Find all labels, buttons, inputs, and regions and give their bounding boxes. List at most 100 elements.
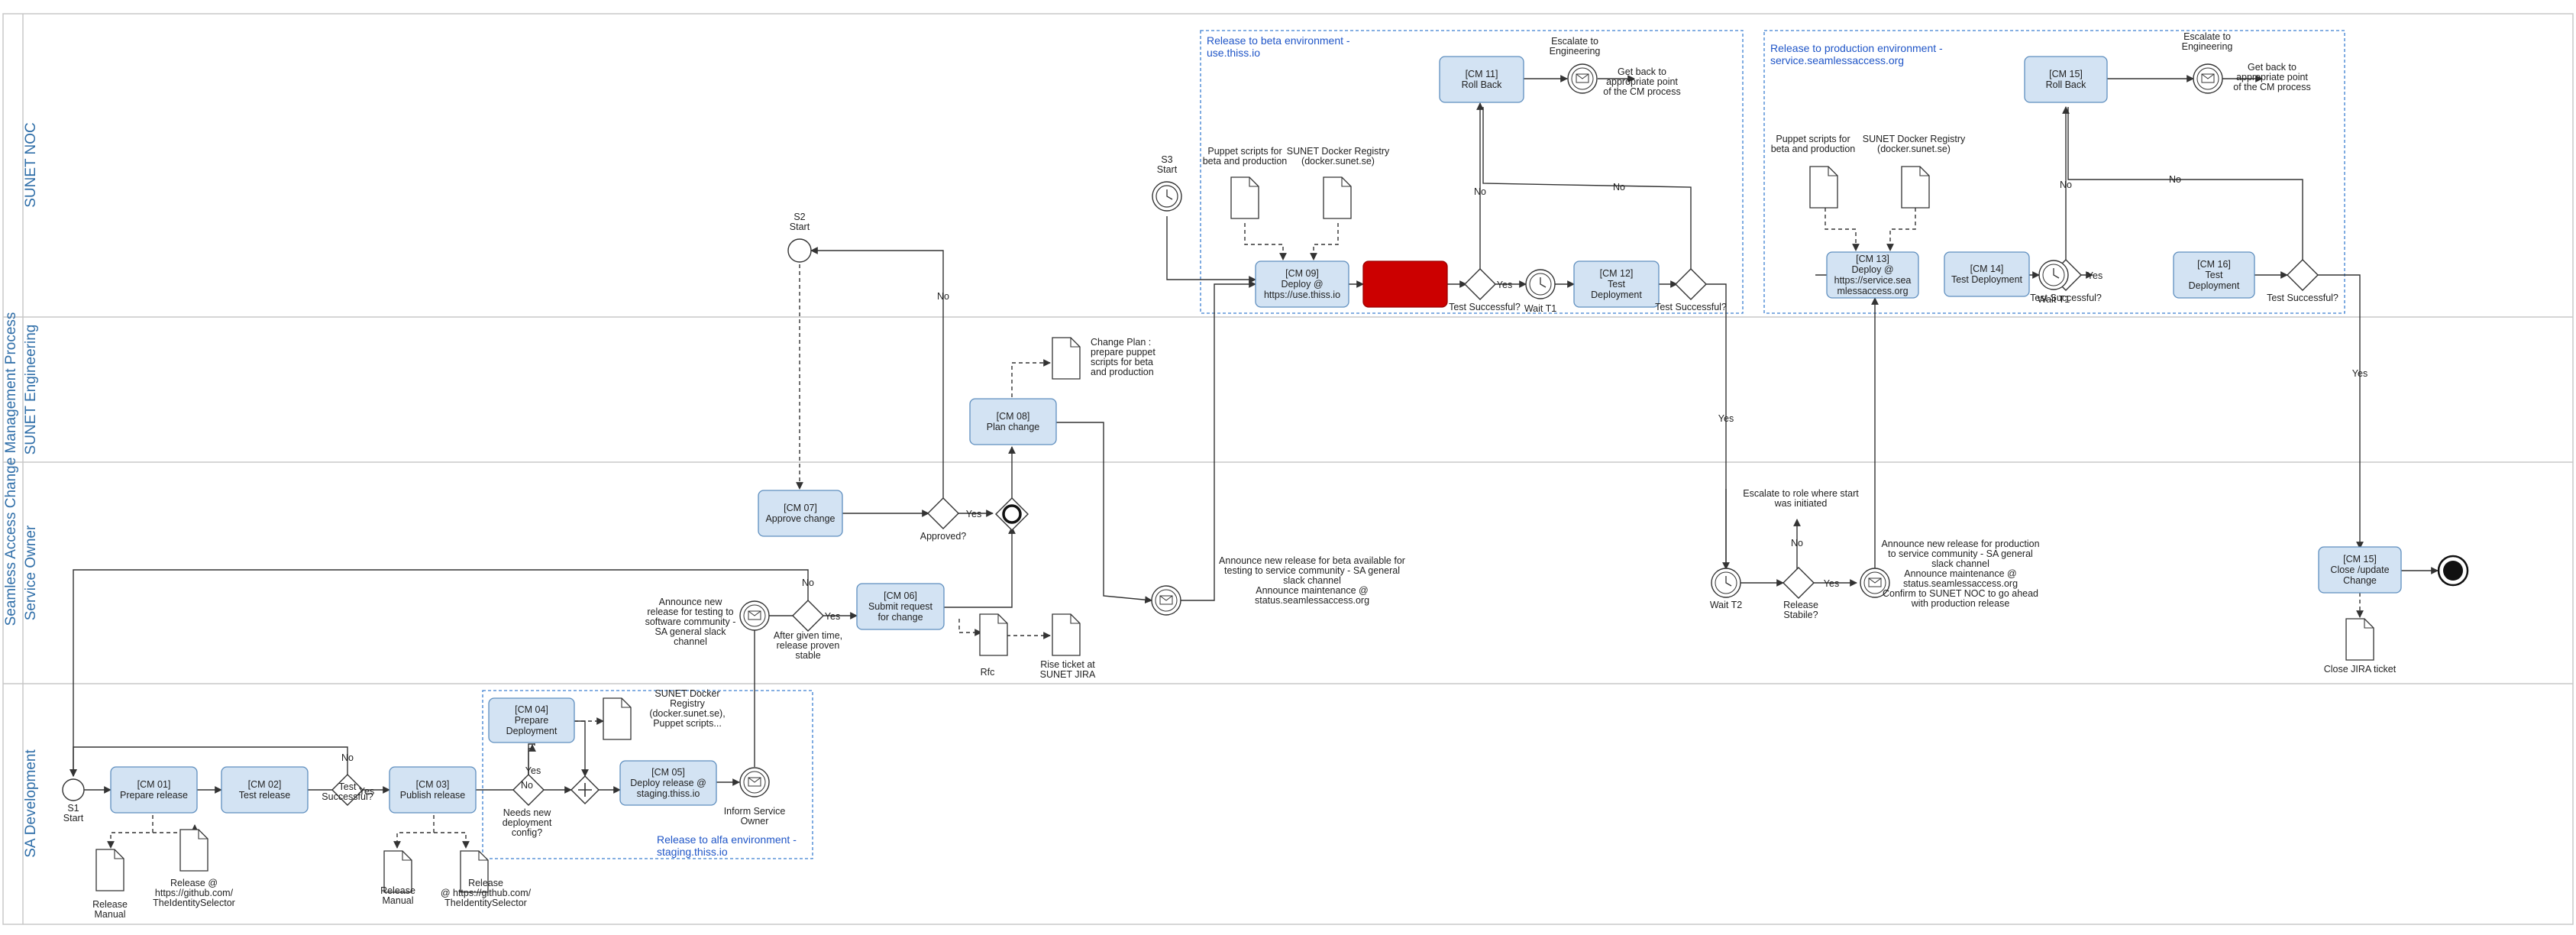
- label-test-successful-1-line: Successful?: [322, 791, 373, 802]
- task-label-line: [CM 09]: [1285, 268, 1319, 279]
- task-label-line: [CM 03]: [416, 779, 450, 790]
- document-icon: [1052, 337, 1081, 380]
- task-label-line: [CM 12]: [1600, 268, 1634, 279]
- doc-label-change-plan-line: scripts for beta: [1091, 357, 1153, 367]
- label-announce-alfa-line: software community -: [645, 616, 736, 627]
- label-announce-prod-line: Confirm to SUNET NOC to go ahead: [1883, 588, 2038, 599]
- doc-label-github-1-line: https://github.com/: [155, 888, 234, 898]
- flow-label-no: No: [2169, 174, 2181, 185]
- label-escalate-role-line: Escalate to role where start: [1743, 488, 1859, 499]
- task-label: [CM 14]Test Deployment: [1951, 264, 2023, 285]
- events: [62, 63, 2469, 801]
- task-label-line: Test: [1608, 279, 1625, 290]
- task-label-line: https://service.sea: [1834, 275, 1912, 286]
- flow-label-yes: Yes: [525, 765, 541, 776]
- doc-label-puppet-prod-line: Puppet scripts for: [1776, 134, 1850, 144]
- group-title-alfa-line: Release to alfa environment -: [657, 833, 797, 846]
- task-label-line: [CM 05]: [651, 767, 685, 778]
- doc-label-rfc: Rfc: [981, 667, 995, 678]
- doc-label-puppet-beta-line: Puppet scripts for: [1207, 146, 1282, 157]
- doc-label-github-2-line: @ https://github.com/: [441, 888, 532, 898]
- task-label-line: Publish release: [400, 790, 466, 801]
- task-box: [969, 398, 1057, 445]
- label-needs-config-line: config?: [512, 827, 542, 838]
- task-label-line: Deployment: [2189, 280, 2240, 291]
- label-announce-alfa-line: Announce new: [659, 597, 723, 607]
- task-box: [1439, 56, 1524, 103]
- start-label-s3-line: S3: [1161, 154, 1172, 165]
- task-label-line: Deploy @: [1281, 279, 1323, 290]
- timer-wait-t1-prod-icon: [2038, 260, 2069, 290]
- label-approved: Approved?: [920, 531, 967, 542]
- document-icon: [1323, 176, 1352, 219]
- lane-label-owner: Service Owner: [23, 525, 39, 620]
- task-cm10: [1362, 260, 1448, 308]
- task-label-line: [CM 11]: [1466, 69, 1498, 79]
- task-label: [CM 02]Test release: [239, 779, 290, 801]
- flow-label-no: No: [341, 752, 354, 763]
- label-needs-config-line: deployment: [503, 817, 552, 828]
- doc-label-puppet-prod-line: beta and production: [1771, 144, 1856, 154]
- label-release-stable-line: release proven: [777, 640, 840, 651]
- gateway-approved: [927, 497, 959, 529]
- task-label-line: [CM 01]: [137, 779, 171, 790]
- label-escalate-prod-line: Engineering: [2182, 41, 2233, 52]
- task-cm01: [CM 01]Prepare release: [110, 766, 198, 814]
- start-label-s2-line: Start: [790, 222, 810, 232]
- task-cm11: [CM 11]Roll Back: [1439, 56, 1524, 103]
- gateway-event: [995, 497, 1029, 531]
- label-escalate-role-line: was initiated: [1774, 498, 1828, 509]
- task-box: [1362, 260, 1448, 308]
- doc-label-rfc-line: Rfc: [981, 667, 995, 678]
- gateway-test-1: [331, 774, 364, 806]
- label-announce-prod-line: Announce maintenance @: [1904, 568, 2017, 579]
- task-label-line: [CM 13]: [1856, 254, 1889, 264]
- flow-label-no: No: [1613, 182, 1625, 192]
- message-event-escalate-beta-icon: [1567, 63, 1598, 94]
- task-box: [856, 583, 945, 630]
- task-label-line: [CM 04]: [515, 704, 548, 715]
- task-label-line: Change: [2343, 575, 2377, 586]
- group-title-beta-line: Release to beta environment -: [1207, 34, 1350, 47]
- start-label-s3-line: Start: [1157, 164, 1178, 175]
- label-wait-t1-prod: Wait T1: [2038, 294, 2070, 305]
- task-box: [1573, 260, 1660, 308]
- task-label: [CM 01]Prepare release: [120, 779, 188, 801]
- label-get-back-prod-line: Get back to: [2248, 62, 2296, 73]
- task-label: [CM 05]Deploy release @staging.thiss.io: [630, 767, 706, 799]
- start-label-s1-line: Start: [63, 813, 84, 823]
- label-announce-beta-line: testing to service community - SA genera…: [1224, 565, 1400, 576]
- doc-label-release-manual-1-line: Release: [92, 899, 128, 910]
- document-icon: [979, 613, 1008, 656]
- flow-label-no: No: [2060, 180, 2072, 190]
- label-announce-beta-line: slack channel: [1283, 575, 1341, 586]
- message-event-announce-beta-icon: [1151, 585, 1181, 616]
- label-approved-line: Approved?: [920, 531, 967, 542]
- pool: Seamless Access Change Management Proces…: [2, 13, 2574, 925]
- label-announce-alfa-line: channel: [674, 636, 707, 647]
- task-label-line: [CM 15]: [2343, 554, 2377, 565]
- doc-label-registry-alfa-line: (docker.sunet.se),: [649, 708, 725, 719]
- task-label-line: Prepare: [515, 715, 549, 726]
- flow-label-yes: Yes: [359, 786, 374, 797]
- label-get-back-prod-line: appropriate point: [2236, 72, 2308, 82]
- label-test-prod-2: Test Successful?: [2267, 293, 2338, 303]
- doc-label-github-1-line: Release @: [170, 878, 218, 888]
- task-cm07: [CM 07]Approve change: [758, 490, 843, 537]
- label-get-back-beta-line: appropriate point: [1606, 76, 1678, 87]
